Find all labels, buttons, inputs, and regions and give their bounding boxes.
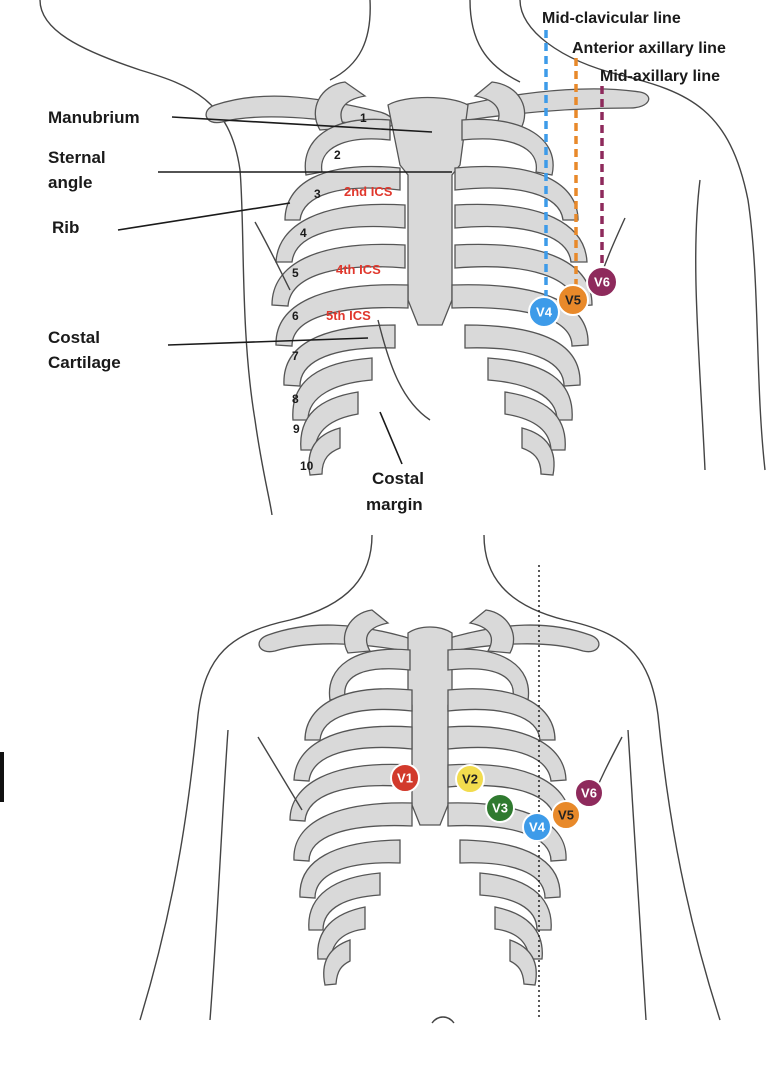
left-clavicle-bottom (258, 624, 417, 653)
body-outline-left (139, 534, 373, 1021)
svg-text:V6: V6 (581, 786, 597, 801)
edge-marker (0, 752, 4, 802)
svg-text:V5: V5 (558, 808, 574, 823)
costal-margin-curve (377, 319, 431, 421)
manubrium-label: Manubrium (48, 108, 140, 127)
svg-text:V2: V2 (462, 772, 478, 787)
ics-4th-label: 4th ICS (336, 262, 381, 277)
left-ribs-bottom (289, 609, 413, 986)
neck-outline (329, 0, 371, 81)
right-ribs (451, 81, 593, 476)
ics-2nd-label: 2nd ICS (344, 184, 393, 199)
electrode-v4: V4 (522, 812, 552, 842)
svg-text:V1: V1 (397, 771, 413, 786)
bottom-diagram: V1 V2 V3 V4 V5 V6 (0, 515, 782, 1065)
costal-cartilage-label-1: Costal (48, 328, 100, 347)
rib-number-3: 3 (314, 187, 321, 201)
sternal-angle-label-1: Sternal (48, 148, 106, 167)
costal-cartilage-label-2: Cartilage (48, 353, 121, 372)
neck-outline-right (469, 0, 521, 83)
svg-text:V4: V4 (529, 820, 546, 835)
rib-numbers: 1 2 3 4 5 6 7 8 9 10 (292, 111, 367, 473)
electrode-v4-top: V4 (528, 296, 560, 328)
electrode-v6: V6 (574, 778, 604, 808)
rib-number-4: 4 (300, 226, 307, 240)
svg-text:V3: V3 (492, 801, 508, 816)
costal-margin-label-2: margin (366, 495, 423, 514)
electrode-v5-top: V5 (557, 284, 589, 316)
electrode-v6-top: V6 (586, 266, 618, 298)
anterior-axillary-label: Anterior axillary line (572, 40, 726, 57)
top-chest-illustration: Manubrium Sternal angle Rib Costal Carti… (39, 0, 766, 516)
mid-clavicular-label: Mid-clavicular line (542, 10, 681, 27)
navel (431, 1016, 455, 1024)
rib-label: Rib (52, 218, 79, 237)
svg-text:V5: V5 (565, 293, 581, 308)
sternal-angle-label-2: angle (48, 173, 92, 192)
side-line-left-bottom (257, 736, 303, 811)
pointer-lines (117, 116, 452, 465)
rib-number-2: 2 (334, 148, 341, 162)
arm-line-right (695, 179, 706, 471)
rib-number-6: 6 (292, 309, 299, 323)
rib-number-7: 7 (292, 349, 299, 363)
top-diagram: Manubrium Sternal angle Rib Costal Carti… (0, 0, 782, 516)
rib-number-9: 9 (293, 422, 300, 436)
electrode-v2: V2 (455, 764, 485, 794)
rib-number-5: 5 (292, 266, 299, 280)
sternum-bottom (407, 626, 453, 826)
body-outline (39, 0, 273, 516)
mid-axillary-label: Mid-axillary line (600, 68, 720, 85)
rib-number-1: 1 (360, 111, 367, 125)
side-line-left (254, 221, 291, 291)
arm-line-left (209, 729, 229, 1021)
electrode-v3: V3 (485, 793, 515, 823)
right-clavicle-bottom (441, 624, 600, 653)
arm-line-right (627, 729, 647, 1021)
svg-text:V4: V4 (536, 305, 553, 320)
electrode-v1: V1 (390, 763, 420, 793)
bottom-chest-illustration: V1 V2 V3 V4 V5 V6 (0, 534, 721, 1024)
rib-number-8: 8 (292, 392, 299, 406)
electrode-v5: V5 (551, 800, 581, 830)
ics-5th-label: 5th ICS (326, 308, 371, 323)
body-outline-right (519, 0, 766, 471)
sternum (387, 96, 469, 326)
costal-margin-label-1: Costal (372, 469, 424, 488)
body-outline-right (483, 534, 721, 1021)
svg-text:V6: V6 (594, 275, 610, 290)
left-ribs (271, 81, 409, 476)
rib-number-10: 10 (300, 459, 314, 473)
